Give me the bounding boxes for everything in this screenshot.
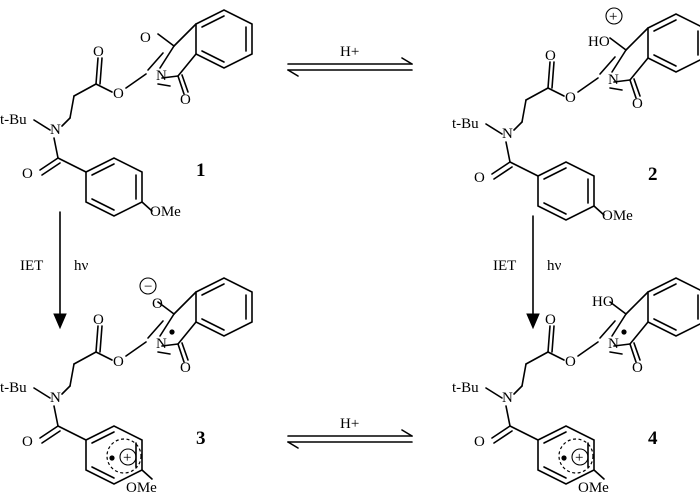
c1-o-imide-bottom: O xyxy=(180,92,191,108)
c4-o-ester: O xyxy=(565,354,576,370)
c2-charge-circle xyxy=(605,7,623,25)
c3-ring-radical-dot xyxy=(109,455,115,461)
c4-o-amide: O xyxy=(474,434,485,450)
c1-tbu: t-Bu xyxy=(0,112,27,128)
c4-tbu: t-Bu xyxy=(452,380,479,396)
c3-o-amide: O xyxy=(22,434,33,450)
c4-ring-radical-dot xyxy=(561,455,567,461)
compound-number-4: 4 xyxy=(648,428,658,449)
c3-radical-dot xyxy=(169,329,175,335)
c4-radical-dot xyxy=(621,329,627,335)
bottom-condition: H+ xyxy=(340,416,359,432)
top-equilibrium-arrow xyxy=(287,57,413,77)
compound-3 xyxy=(33,277,253,485)
right-condition-hv: hν xyxy=(547,258,562,274)
c3-o-imide-bottom: O xyxy=(180,360,191,376)
c2-o-imide-bottom: O xyxy=(632,96,643,112)
c3-o-imide-top: O xyxy=(152,296,163,312)
c4-o-imide-bottom: O xyxy=(632,360,643,376)
c2-o-amide: O xyxy=(474,170,485,186)
c1-o-ester: O xyxy=(113,86,124,102)
compound-number-1: 1 xyxy=(196,160,206,181)
c3-charge-circle xyxy=(139,277,157,295)
c2-charge: + xyxy=(609,9,617,25)
c1-n-imide: N xyxy=(156,68,167,84)
c2-ome: OMe xyxy=(602,208,633,224)
bottom-equilibrium-arrow xyxy=(287,429,413,449)
c4-o-carbonyl-ester: O xyxy=(545,312,556,328)
c4-ring-charge: + xyxy=(575,450,583,466)
c3-tbu: t-Bu xyxy=(0,380,27,396)
c2-tbu: t-Bu xyxy=(452,116,479,132)
c3-ring-charge-circle xyxy=(119,448,137,466)
c3-charge: − xyxy=(144,279,152,295)
compound-number-2: 2 xyxy=(648,164,658,185)
c1-ome: OMe xyxy=(150,204,181,220)
c3-n-amide: N xyxy=(50,390,61,406)
c2-n-imide: N xyxy=(608,72,619,88)
c4-radical-cation-ring xyxy=(558,438,594,474)
left-down-arrow xyxy=(53,211,67,330)
c4-n-imide: N xyxy=(608,336,619,352)
c3-o-ester: O xyxy=(113,354,124,370)
c4-ome: OMe xyxy=(578,480,609,496)
top-condition: H+ xyxy=(340,44,359,60)
c3-radical-cation-ring xyxy=(106,438,142,474)
c2-o-carbonyl-ester: O xyxy=(545,48,556,64)
right-down-arrow xyxy=(526,215,540,330)
c3-ring-charge: + xyxy=(123,450,131,466)
c1-o-imide-top: O xyxy=(140,30,151,46)
compound-number-3: 3 xyxy=(196,428,206,449)
left-condition-iet: IET xyxy=(20,258,43,274)
c2-n-amide: N xyxy=(502,126,513,142)
left-condition-hv: hν xyxy=(74,258,89,274)
c4-ho-imide-top: HO xyxy=(592,294,614,310)
c1-n-amide: N xyxy=(50,122,61,138)
c1-o-amide: O xyxy=(22,166,33,182)
c2-ho-imide-top: HO xyxy=(588,34,610,50)
c1-o-carbonyl-ester: O xyxy=(93,44,104,60)
c4-ring-charge-circle xyxy=(571,448,589,466)
c3-o-carbonyl-ester: O xyxy=(93,312,104,328)
c2-o-ester: O xyxy=(565,90,576,106)
c3-ome: OMe xyxy=(126,480,157,496)
c4-n-amide: N xyxy=(502,390,513,406)
c3-n-imide: N xyxy=(156,336,167,352)
right-condition-iet: IET xyxy=(493,258,516,274)
